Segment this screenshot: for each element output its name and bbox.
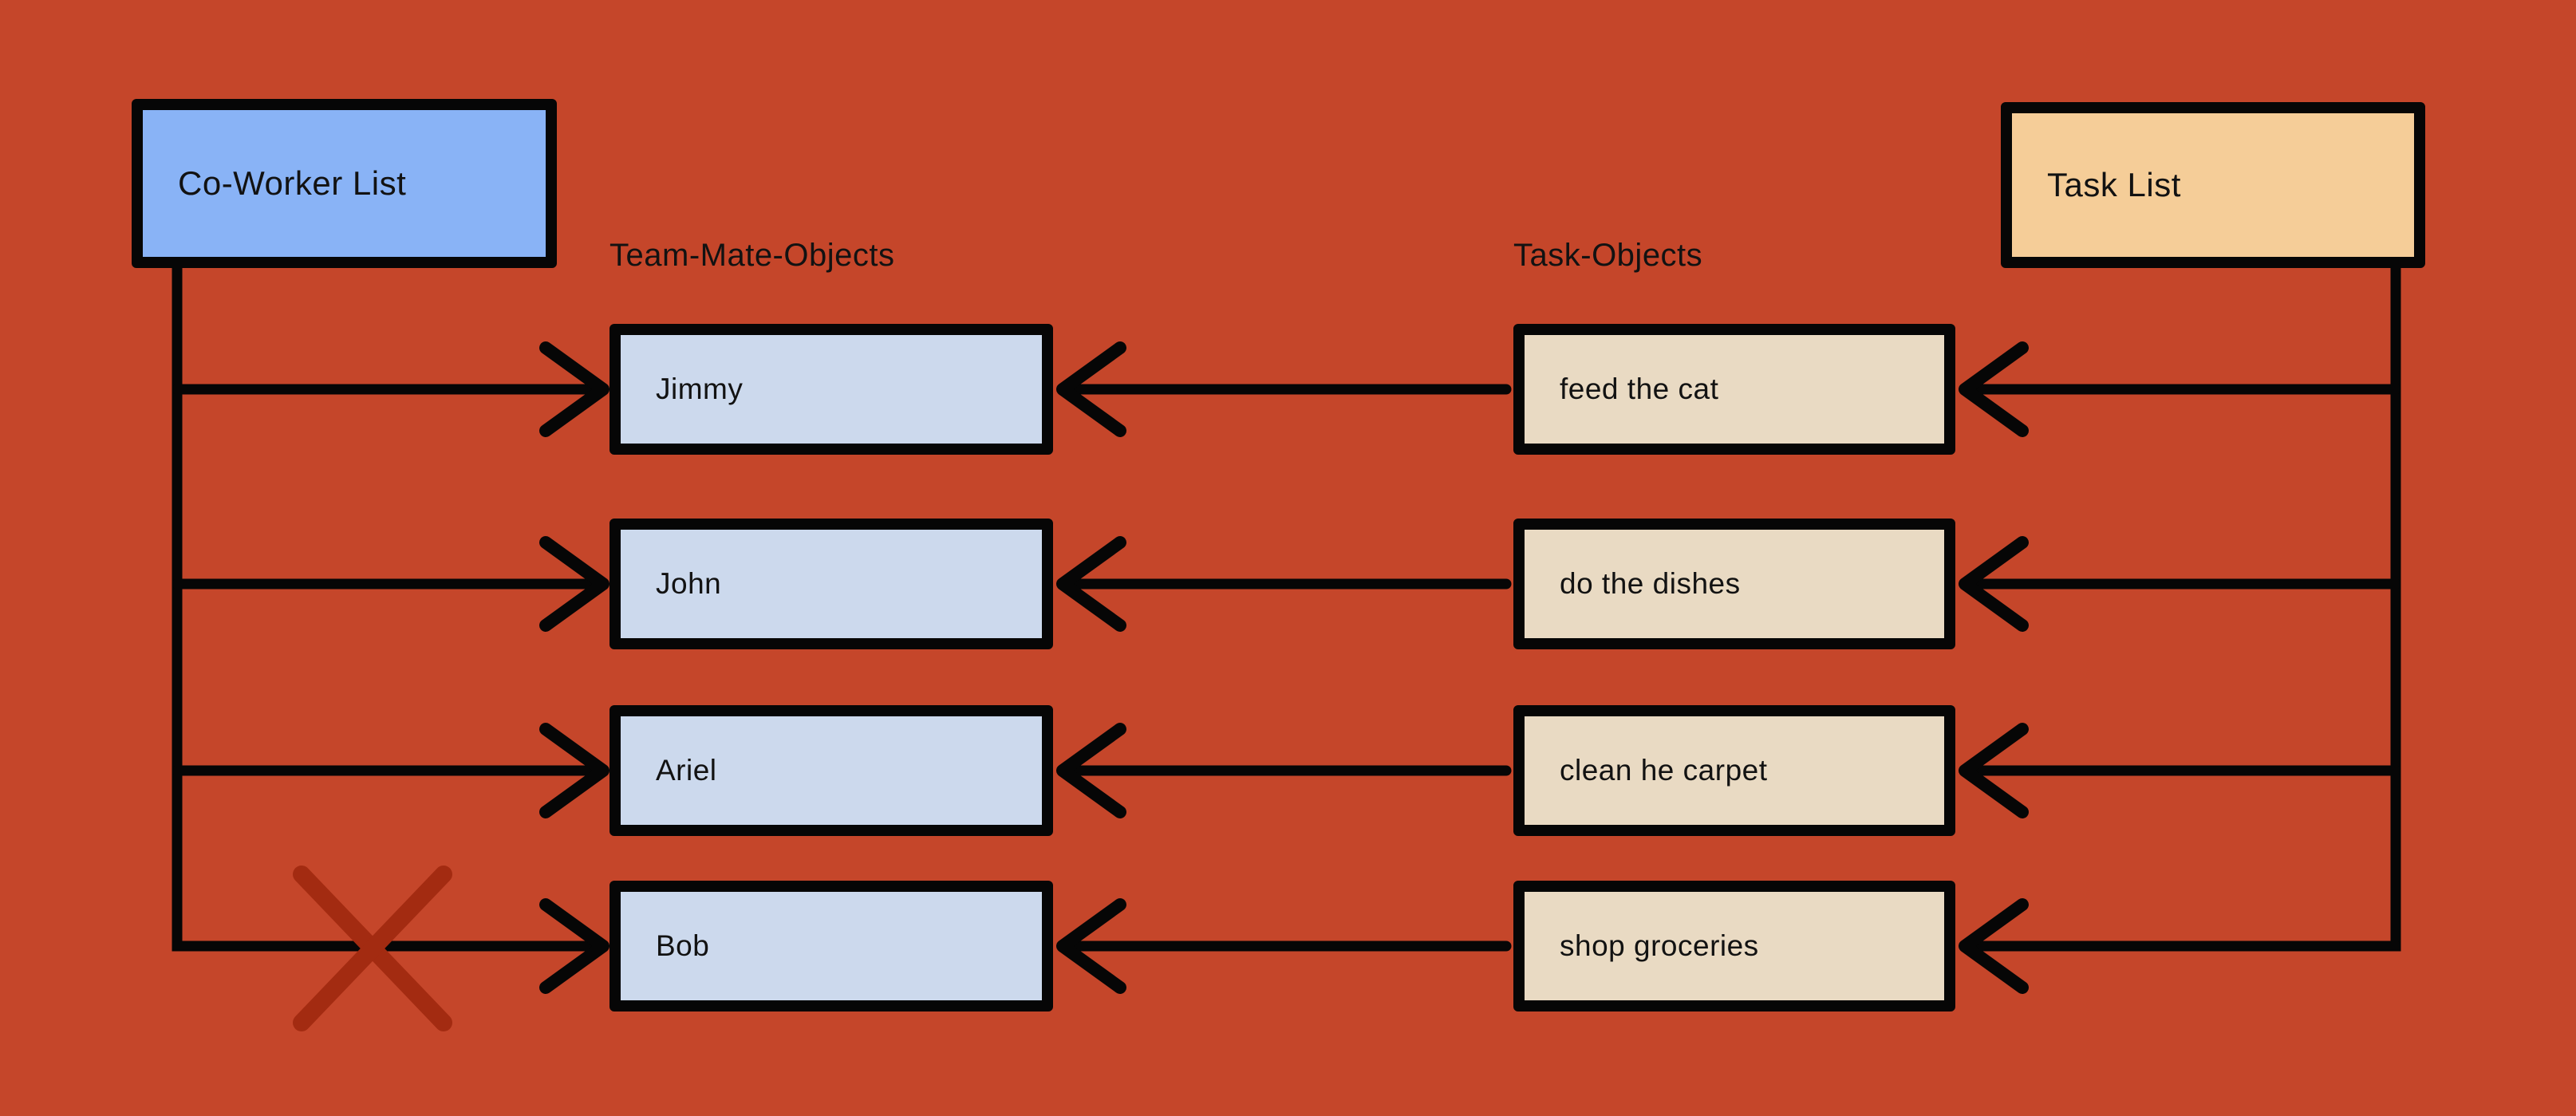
arrow-tasklist-to-do-the-dishes: [1959, 536, 2401, 632]
task-box-do-the-dishes: do the dishes: [1513, 519, 1955, 649]
arrow-coworker-to-jimmy: [172, 341, 609, 437]
coworker-list-box: Co-Worker List: [132, 99, 557, 268]
task-list-box: Task List: [2001, 102, 2425, 268]
arrow-task-to-ariel: [1056, 723, 1512, 818]
teammate-label: Jimmy: [656, 373, 744, 405]
task-label: do the dishes: [1560, 567, 1741, 600]
task-box-shop-groceries: shop groceries: [1513, 881, 1955, 1011]
teammate-box-john: John: [609, 519, 1053, 649]
coworker-list-label: Co-Worker List: [178, 164, 407, 202]
arrow-tasklist-to-feed-the-cat: [1959, 341, 2401, 437]
teammate-label: Bob: [656, 929, 710, 962]
task-box-feed-the-cat: feed the cat: [1513, 324, 1955, 455]
arrow-task-to-bob: [1056, 898, 1512, 994]
arrow-coworker-to-john: [172, 536, 609, 632]
teammate-column-label: Team-Mate-Objects: [609, 238, 895, 273]
task-label: clean he carpet: [1560, 754, 1768, 787]
arrow-task-to-jimmy: [1056, 341, 1512, 437]
teammate-box-jimmy: Jimmy: [609, 324, 1053, 455]
teammate-box-bob: Bob: [609, 881, 1053, 1011]
teammate-box-ariel: Ariel: [609, 705, 1053, 836]
arrow-coworker-to-bob: [172, 898, 609, 994]
arrow-tasklist-to-clean-he-carpet: [1959, 723, 2401, 818]
arrow-coworker-to-ariel: [172, 723, 609, 818]
task-label: feed the cat: [1560, 373, 1719, 405]
arrow-task-to-john: [1056, 536, 1512, 632]
teammate-label: John: [656, 567, 722, 600]
cross-out-x-icon: [293, 866, 452, 1031]
task-box-clean-he-carpet: clean he carpet: [1513, 705, 1955, 836]
task-list-label: Task List: [2047, 166, 2181, 203]
task-column-label: Task-Objects: [1513, 238, 1703, 273]
teammate-label: Ariel: [656, 754, 717, 787]
arrow-tasklist-to-shop-groceries: [1959, 898, 2401, 994]
task-label: shop groceries: [1560, 929, 1759, 962]
